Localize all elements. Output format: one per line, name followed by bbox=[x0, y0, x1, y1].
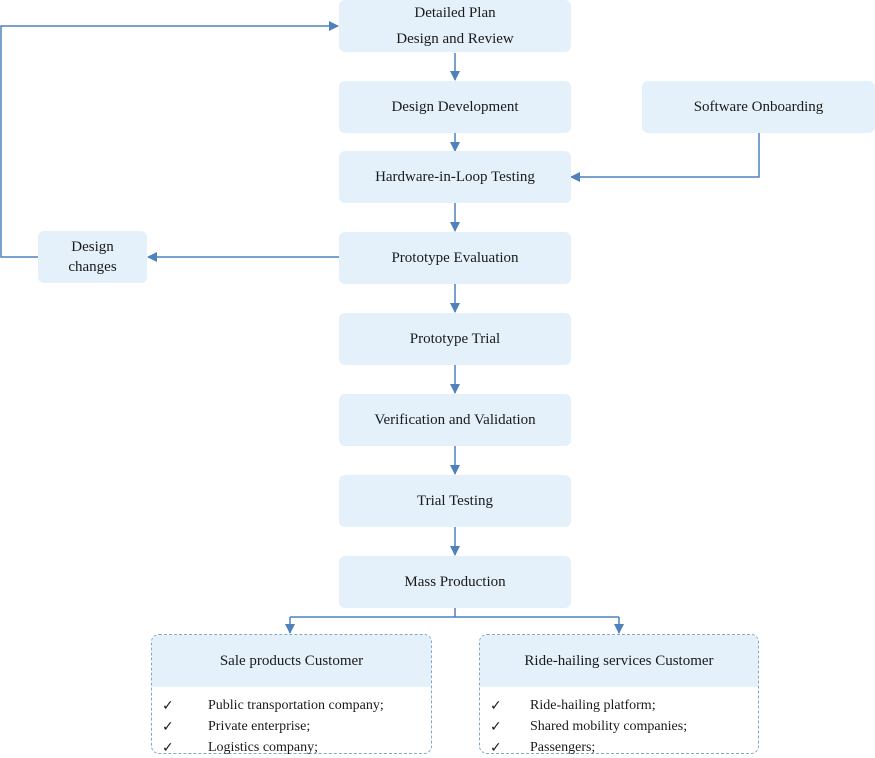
group-ride-hailing-customer: Ride-hailing services Customer ✓ Ride-ha… bbox=[479, 634, 759, 756]
sale-customer-list: ✓ Public transportation company; ✓ Priva… bbox=[162, 695, 425, 758]
box-trial-testing: Trial Testing bbox=[339, 475, 571, 527]
sale-customer-title: Sale products Customer bbox=[152, 635, 431, 687]
check-icon: ✓ bbox=[490, 718, 502, 735]
box-prototype-evaluation: Prototype Evaluation bbox=[339, 232, 571, 284]
box-design-changes: Design changes bbox=[38, 231, 147, 283]
check-icon: ✓ bbox=[490, 739, 502, 756]
list-item-label: Logistics company; bbox=[208, 739, 319, 755]
box-detailed-plan: Detailed Plan Design and Review bbox=[339, 0, 571, 52]
box-mass-production-label: Mass Production bbox=[404, 574, 506, 590]
box-prototype-evaluation-label: Prototype Evaluation bbox=[391, 250, 519, 266]
check-icon: ✓ bbox=[162, 697, 174, 714]
box-detailed-plan-line1: Detailed Plan bbox=[414, 5, 496, 21]
list-item: ✓ Passengers; bbox=[490, 737, 752, 758]
box-trial-testing-label: Trial Testing bbox=[416, 493, 494, 509]
box-mass-production: Mass Production bbox=[339, 556, 571, 608]
check-icon: ✓ bbox=[162, 718, 174, 735]
ride-customer-list: ✓ Ride-hailing platform; ✓ Shared mobili… bbox=[490, 695, 752, 758]
box-design-development-label: Design Development bbox=[391, 99, 519, 115]
list-item: ✓ Private enterprise; bbox=[162, 716, 425, 737]
box-detailed-plan-line2: Design and Review bbox=[396, 31, 514, 47]
list-item-label: Ride-hailing platform; bbox=[530, 697, 656, 713]
check-icon: ✓ bbox=[162, 739, 174, 756]
list-item: ✓ Public transportation company; bbox=[162, 695, 425, 716]
box-verification-validation: Verification and Validation bbox=[339, 394, 571, 446]
box-hil-testing-label: Hardware-in-Loop Testing bbox=[375, 169, 535, 185]
group-sale-products-customer: Sale products Customer ✓ Public transpor… bbox=[151, 634, 432, 756]
list-item-label: Passengers; bbox=[530, 739, 596, 755]
list-item: ✓ Shared mobility companies; bbox=[490, 716, 752, 737]
box-hil-testing: Hardware-in-Loop Testing bbox=[339, 151, 571, 203]
box-prototype-trial-label: Prototype Trial bbox=[409, 331, 501, 347]
check-icon: ✓ bbox=[490, 697, 502, 714]
arrow-software-to-hil bbox=[570, 133, 760, 182]
arrow-design-changes-to-plan bbox=[0, 21, 339, 258]
box-software-onboarding-label: Software Onboarding bbox=[693, 99, 824, 115]
list-item-label: Shared mobility companies; bbox=[530, 718, 688, 734]
box-design-changes-line1: Design bbox=[71, 239, 114, 255]
box-software-onboarding: Software Onboarding bbox=[642, 81, 875, 133]
box-verification-validation-label: Verification and Validation bbox=[374, 412, 536, 428]
box-prototype-trial: Prototype Trial bbox=[339, 313, 571, 365]
list-item-label: Private enterprise; bbox=[208, 718, 311, 734]
list-item-label: Public transportation company; bbox=[208, 697, 384, 713]
box-design-development: Design Development bbox=[339, 81, 571, 133]
ride-customer-title: Ride-hailing services Customer bbox=[480, 635, 758, 687]
list-item: ✓ Ride-hailing platform; bbox=[490, 695, 752, 716]
list-item: ✓ Logistics company; bbox=[162, 737, 425, 758]
box-design-changes-line2: changes bbox=[68, 259, 117, 275]
